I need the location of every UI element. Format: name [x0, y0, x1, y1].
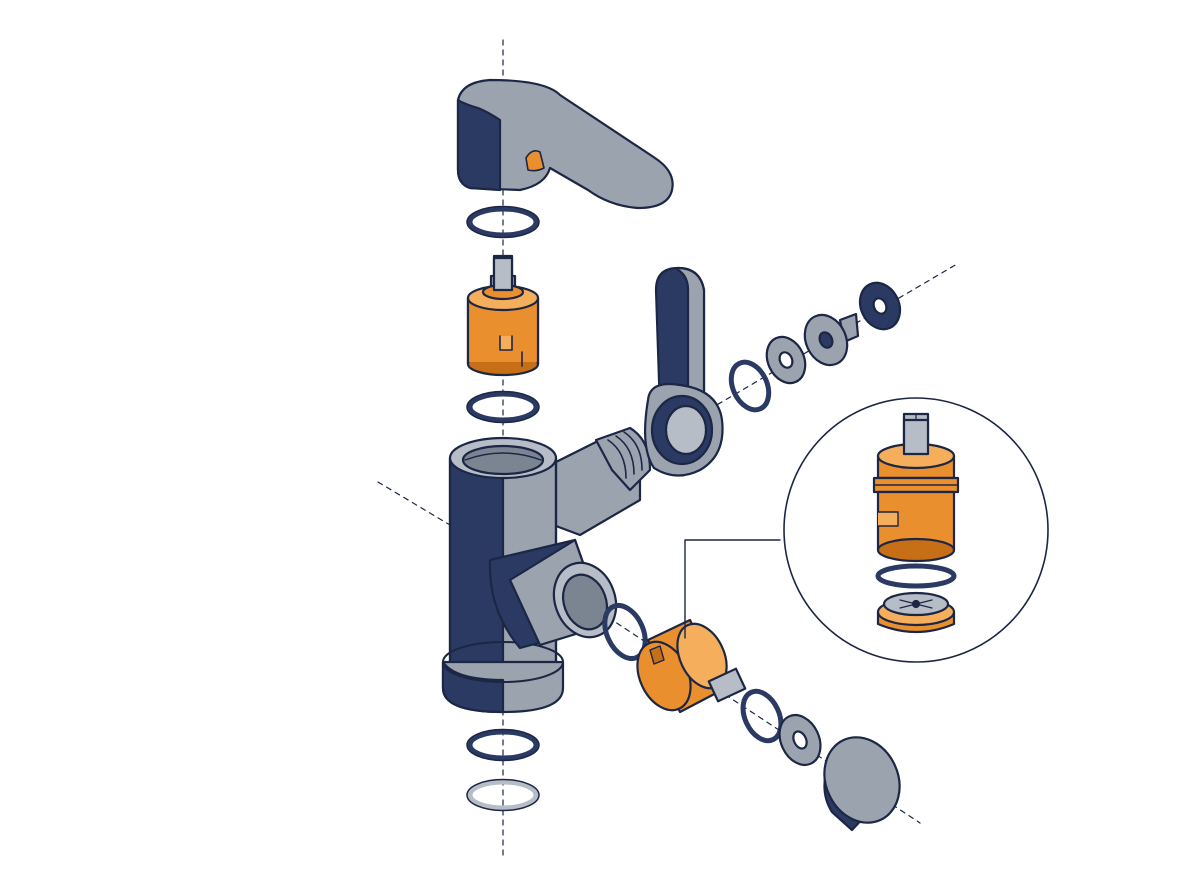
- detail-callout: [684, 397, 1049, 663]
- o-ring-7: [740, 688, 784, 744]
- lever-handle-side: [456, 98, 502, 192]
- callout-o-ring: [875, 563, 957, 589]
- flanged-bushing: [803, 312, 860, 367]
- callout-ceramic-disc: [876, 591, 956, 634]
- o-ring-3: [467, 729, 539, 761]
- o-ring-6: [602, 603, 648, 661]
- o-ring-5: [728, 359, 772, 413]
- horizontal-axis-left: [377, 481, 456, 529]
- o-ring-1: [467, 206, 539, 238]
- lever-handle: [456, 78, 674, 210]
- lever-handle-notch: [525, 150, 545, 172]
- o-ring-1-outline: [466, 205, 540, 239]
- lever-handle-body: [456, 78, 674, 210]
- side-cartridge: [636, 618, 747, 714]
- callout-leader: [684, 539, 781, 639]
- washer-lower: [778, 714, 822, 766]
- o-ring-4: [467, 779, 539, 811]
- o-ring-2: [467, 391, 539, 423]
- spout-threads: [607, 431, 643, 479]
- end-cap: [823, 736, 901, 832]
- cylinder-opening: [461, 444, 545, 476]
- washer-upper: [765, 335, 807, 385]
- callout-cartridge: [872, 412, 960, 563]
- rubber-washer: [858, 281, 902, 331]
- side-cartridge-stem: [707, 667, 747, 703]
- tap-body: [441, 426, 652, 714]
- ceramic-cartridge-top: [466, 254, 540, 377]
- side-lever: [644, 266, 724, 477]
